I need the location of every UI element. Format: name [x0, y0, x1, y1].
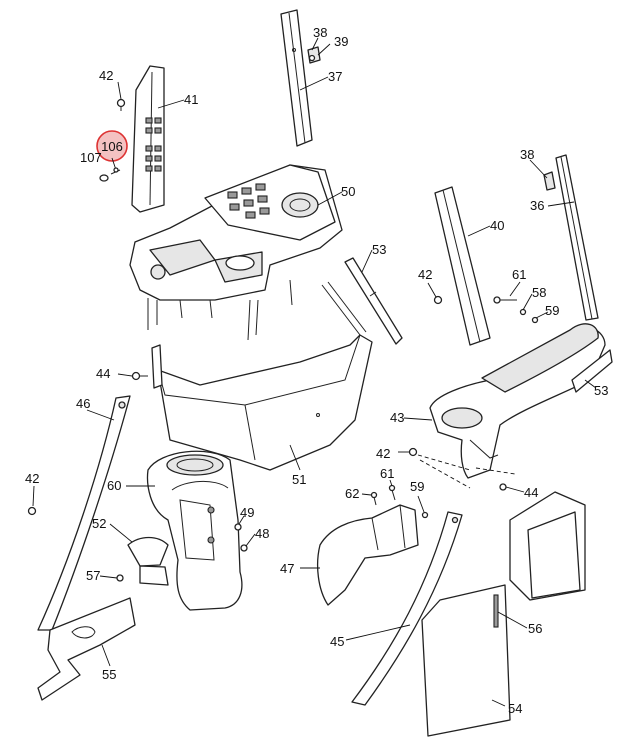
callout-49: 49 [240, 505, 254, 520]
callout-41: 41 [184, 92, 198, 107]
callout-48: 48 [255, 526, 269, 541]
part-42-screw-right [433, 295, 443, 305]
part-47-duct [317, 504, 419, 606]
part-50-console [129, 164, 343, 341]
part-44-screw-left [131, 371, 148, 381]
part-49-48-screws [234, 523, 248, 552]
part-40-pillar [434, 186, 491, 346]
callout-61b: 61 [380, 466, 394, 481]
callout-53: 53 [372, 242, 386, 257]
part-52-bracket [127, 536, 169, 586]
part-56-panel [509, 491, 586, 601]
part-53-strip-upper [344, 257, 403, 345]
part-41-switch-panel [131, 65, 165, 213]
part-45-curved-rail [351, 511, 463, 706]
callout-62: 62 [345, 486, 359, 501]
callout-55: 55 [102, 667, 116, 682]
part-51-lower-panel [157, 281, 373, 471]
part-57-screw [116, 574, 124, 582]
callout-44b: 44 [524, 485, 538, 500]
callout-53b: 53 [594, 383, 608, 398]
callout-40: 40 [490, 218, 504, 233]
callout-57: 57 [86, 568, 100, 583]
callout-46: 46 [76, 396, 90, 411]
part-55-plate [37, 597, 136, 701]
callout-37: 37 [328, 69, 342, 84]
part-36-post [555, 154, 599, 321]
callout-59b: 59 [410, 479, 424, 494]
callout-38b: 38 [520, 147, 534, 162]
callout-58: 58 [532, 285, 546, 300]
callout-59: 59 [545, 303, 559, 318]
callout-52: 52 [92, 516, 106, 531]
callout-45: 45 [330, 634, 344, 649]
callout-42b: 42 [418, 267, 432, 282]
part-51-bracket [151, 344, 163, 389]
part-42-screw-leftmid [27, 506, 37, 516]
callout-36: 36 [530, 198, 544, 213]
callout-54: 54 [508, 701, 522, 716]
part-61-58-59-fasteners [493, 296, 539, 324]
part-60-pillar-housing [146, 450, 243, 611]
part-42-screw-top [116, 98, 126, 111]
callout-61: 61 [512, 267, 526, 282]
callout-44: 44 [96, 366, 110, 381]
part-46-curved-rail [37, 395, 131, 631]
callout-107: 107 [80, 150, 102, 165]
callout-106: 106 [101, 139, 123, 154]
callout-56: 56 [528, 621, 542, 636]
callout-43: 43 [390, 410, 404, 425]
callout-labels: 106 107 42 41 38 39 37 50 53 38 36 40 42… [25, 25, 608, 716]
part-42-44-fasteners-mid [408, 447, 516, 491]
part-54-panel [421, 584, 511, 737]
callout-51: 51 [292, 472, 306, 487]
callout-42: 42 [99, 68, 113, 83]
part-37-post [280, 9, 313, 147]
leader-lines [32, 37, 597, 707]
part-53-strip-lower [571, 349, 613, 393]
callout-39: 39 [334, 34, 348, 49]
part-38-clip-right [543, 171, 556, 191]
highlight-circle-106 [96, 130, 128, 162]
part-38-39-clip [307, 46, 321, 64]
part-43-armrest-console [429, 323, 606, 479]
callout-38: 38 [313, 25, 327, 40]
callout-50: 50 [341, 184, 355, 199]
callout-42d: 42 [25, 471, 39, 486]
callout-42c: 42 [376, 446, 390, 461]
callout-47: 47 [280, 561, 294, 576]
callout-60: 60 [107, 478, 121, 493]
